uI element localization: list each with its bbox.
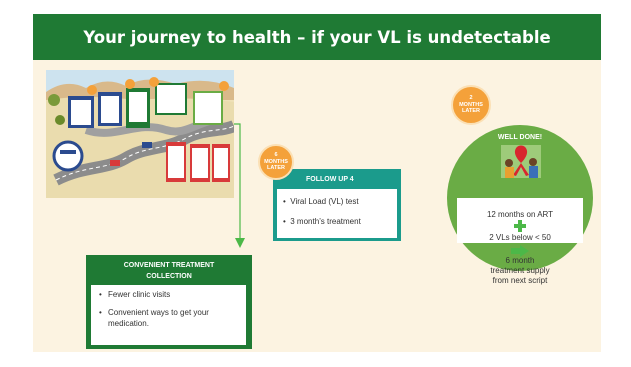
follow-up-title: FOLLOW UP 4 [306, 176, 354, 183]
ribbon-photo [501, 145, 541, 178]
journey-map-image [46, 70, 234, 198]
list-item: • 3 month’s treatment [283, 217, 361, 226]
well-done-circle: WELL DONE! 12 months on ART 2 VLs below … [447, 125, 593, 285]
collection-card: CONVENIENT TREATMENT COLLECTION •Fewer c… [86, 255, 252, 349]
page-title-banner: Your journey to health – if your VL is u… [33, 14, 601, 60]
follow-up-card: FOLLOW UP 4 • Viral Load (VL) test • 3 m… [273, 169, 401, 241]
list-item: •Convenient ways to get your medication. [99, 308, 209, 328]
well-done-line-3: 6 month treatment supply from next scrip… [490, 256, 550, 285]
follow-up-list: • Viral Load (VL) test • 3 month’s treat… [277, 189, 397, 238]
collection-title: CONVENIENT TREATMENT COLLECTION [123, 262, 215, 280]
well-done-title: WELL DONE! [497, 134, 543, 141]
collection-list: •Fewer clinic visits •Convenient ways to… [91, 285, 246, 345]
content-panel: CONVENIENT TREATMENT COLLECTION •Fewer c… [33, 60, 601, 352]
well-done-line-2: 2 VLs below < 50 [489, 233, 551, 242]
page-title: Your journey to health – if your VL is u… [83, 27, 551, 47]
plus-icon [514, 220, 526, 232]
well-done-line-1: 12 months on ART [486, 210, 554, 219]
arrow-right-icon [511, 245, 529, 257]
list-item: • Viral Load (VL) test [283, 197, 359, 206]
list-item: •Fewer clinic visits [99, 290, 171, 299]
